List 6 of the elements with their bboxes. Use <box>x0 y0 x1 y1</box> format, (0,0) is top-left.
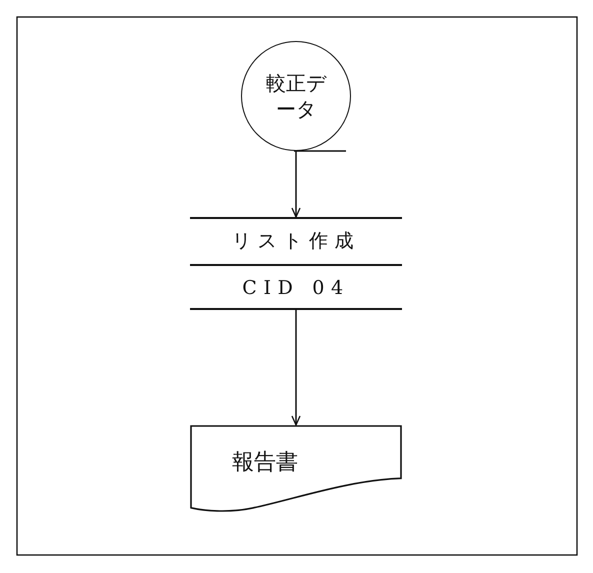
process-code: CID 04 <box>190 264 402 310</box>
arrow <box>291 151 301 218</box>
process-title: リスト作成 <box>230 229 362 254</box>
circle-label: 較正データ <box>265 70 327 122</box>
document-label: 報告書 <box>232 449 298 477</box>
arrow <box>291 310 301 426</box>
